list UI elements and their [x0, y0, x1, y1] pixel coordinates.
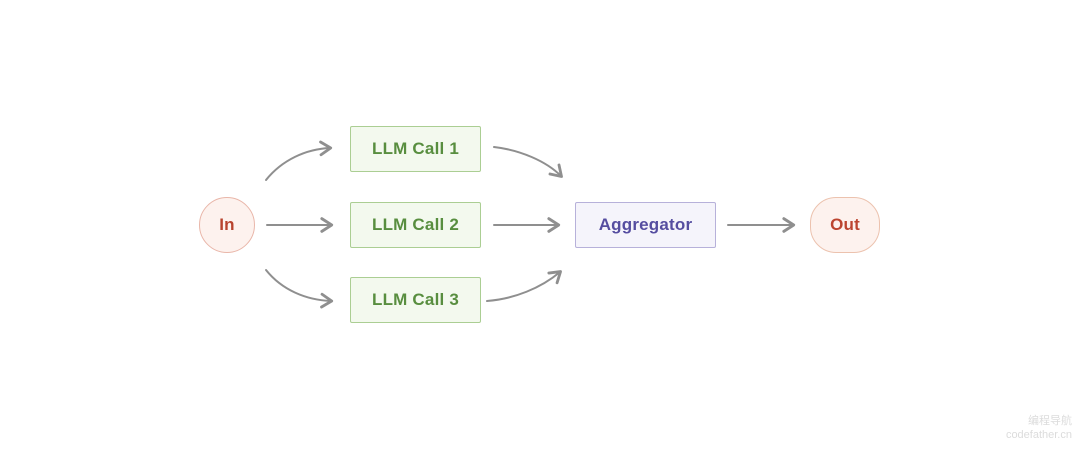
llm-call-1-label: LLM Call 1: [371, 139, 459, 158]
aggregator-node: Aggregator: [575, 202, 716, 248]
arrow-call1-to-aggregator: [493, 146, 563, 178]
input-node: In: [199, 197, 255, 253]
llm-call-2-node: LLM Call 2: [350, 202, 481, 248]
watermark-site-url: codefather.cn: [1005, 429, 1072, 441]
llm-call-1-node: LLM Call 1: [350, 126, 481, 172]
llm-call-3-node: LLM Call 3: [350, 277, 481, 323]
arrow-in-to-call1: [265, 140, 333, 181]
input-node-label: In: [219, 215, 235, 234]
llm-call-3-label: LLM Call 3: [371, 290, 459, 309]
aggregator-label: Aggregator: [598, 215, 693, 234]
watermark-site-name: 编程导航: [1028, 415, 1072, 427]
output-node-label: Out: [830, 215, 860, 234]
watermark: 编程导航 codefather.cn: [1006, 414, 1072, 442]
arrow-in-to-call3: [265, 269, 334, 309]
output-node: Out: [810, 197, 880, 253]
arrow-call3-to-aggregator: [486, 270, 562, 302]
llm-call-2-label: LLM Call 2: [371, 215, 459, 234]
